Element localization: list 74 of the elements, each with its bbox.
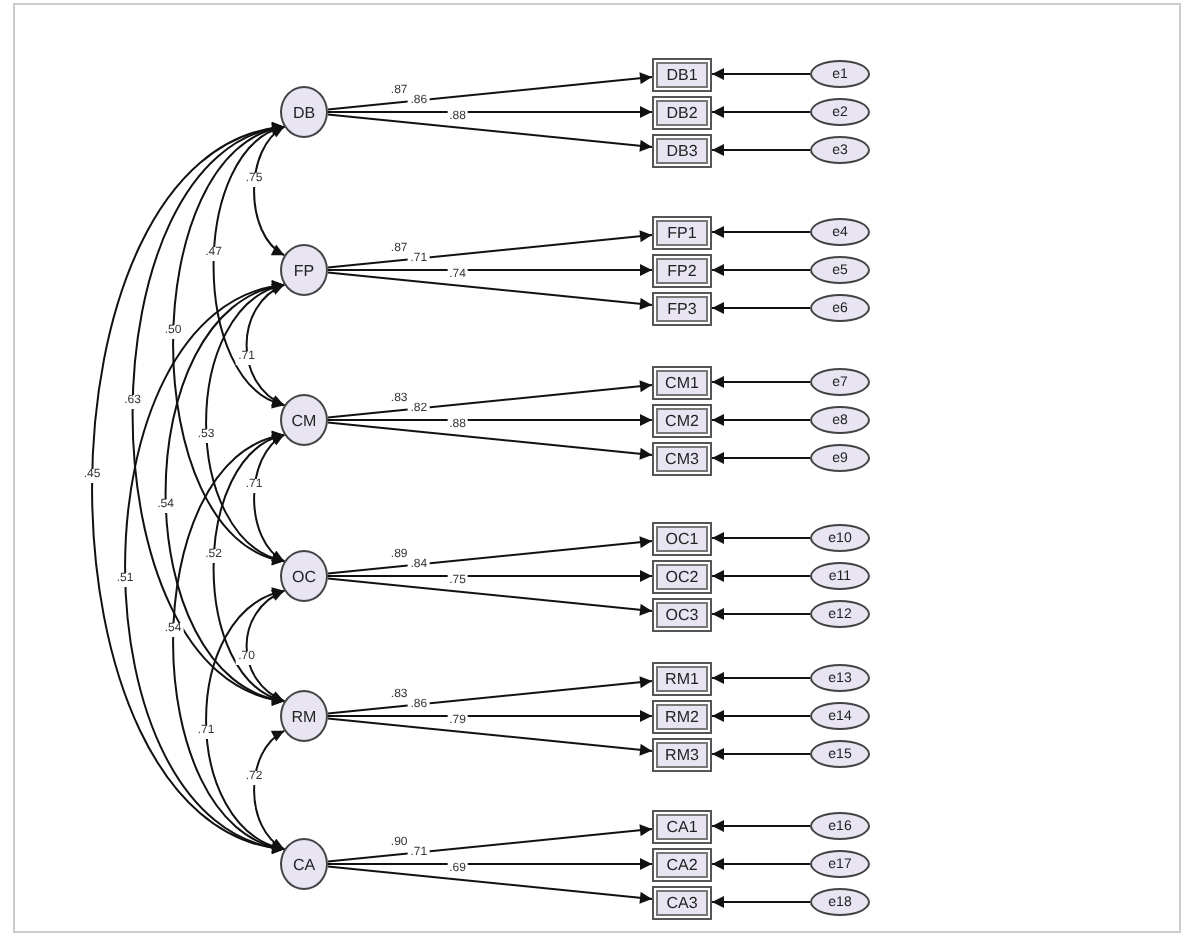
covariance-arrow bbox=[205, 283, 286, 563]
indicator-box: CM3 bbox=[652, 441, 712, 475]
arrow bbox=[711, 532, 811, 544]
arrow bbox=[326, 577, 653, 616]
covariance-arrow bbox=[253, 433, 286, 563]
arrow bbox=[711, 608, 811, 620]
covariance-arrow bbox=[91, 124, 286, 852]
latent-factor-ellipse: OC bbox=[280, 550, 328, 602]
covariance-arrow bbox=[253, 125, 286, 257]
indicator-box: DB3 bbox=[652, 133, 712, 167]
arrow bbox=[711, 452, 811, 464]
indicator-box: CA1 bbox=[652, 809, 712, 843]
indicator-box: CM2 bbox=[652, 403, 712, 437]
arrow bbox=[326, 717, 653, 756]
arrow bbox=[326, 380, 653, 419]
arrow bbox=[711, 710, 811, 722]
indicator-box: CM1 bbox=[652, 365, 712, 399]
indicator-box: OC2 bbox=[652, 559, 712, 593]
arrow bbox=[711, 858, 811, 870]
covariance-arrow bbox=[205, 589, 286, 851]
arrow bbox=[711, 264, 811, 276]
covariance-arrow bbox=[164, 282, 286, 704]
arrow bbox=[711, 672, 811, 684]
indicator-box: RM1 bbox=[652, 661, 712, 695]
arrow bbox=[327, 414, 653, 426]
covariance-arrow bbox=[124, 282, 286, 852]
arrow bbox=[711, 748, 811, 760]
arrow bbox=[327, 106, 653, 118]
indicator-box: FP3 bbox=[652, 291, 712, 325]
arrow bbox=[711, 570, 811, 582]
indicator-box: DB1 bbox=[652, 57, 712, 91]
indicator-box: RM2 bbox=[652, 699, 712, 733]
indicator-box: DB2 bbox=[652, 95, 712, 129]
arrow bbox=[711, 68, 811, 80]
arrow bbox=[327, 710, 653, 722]
arrow bbox=[711, 414, 811, 426]
arrow bbox=[711, 302, 811, 314]
arrow bbox=[327, 264, 653, 276]
latent-factor-ellipse: RM bbox=[280, 690, 328, 742]
covariance-arrow bbox=[245, 283, 286, 407]
latent-factor-ellipse: CM bbox=[280, 394, 328, 446]
indicator-box: CA2 bbox=[652, 847, 712, 881]
arrow bbox=[711, 896, 811, 908]
indicator-box: FP1 bbox=[652, 215, 712, 249]
arrow bbox=[711, 226, 811, 238]
arrow bbox=[326, 865, 653, 904]
arrow bbox=[711, 376, 811, 388]
covariance-arrow bbox=[172, 433, 286, 851]
covariance-arrow bbox=[212, 125, 286, 407]
latent-factor-ellipse: DB bbox=[280, 86, 328, 138]
covariance-arrow bbox=[253, 729, 286, 851]
covariance-arrow bbox=[131, 124, 286, 704]
arrow bbox=[327, 570, 653, 582]
covariance-arrow bbox=[212, 433, 286, 703]
indicator-box: RM3 bbox=[652, 737, 712, 771]
indicator-box: OC1 bbox=[652, 521, 712, 555]
arrow bbox=[711, 106, 811, 118]
latent-factor-ellipse: CA bbox=[280, 838, 328, 890]
arrow bbox=[326, 421, 653, 460]
indicator-box: OC3 bbox=[652, 597, 712, 631]
arrow bbox=[326, 72, 653, 111]
indicator-box: CA3 bbox=[652, 885, 712, 919]
arrow bbox=[326, 536, 653, 575]
indicator-box: FP2 bbox=[652, 253, 712, 287]
arrow bbox=[326, 113, 653, 152]
arrow bbox=[326, 676, 653, 715]
latent-factor-ellipse: FP bbox=[280, 244, 328, 296]
arrow bbox=[327, 858, 653, 870]
arrow bbox=[326, 824, 653, 863]
arrow bbox=[711, 144, 811, 156]
covariance-arrow bbox=[245, 589, 286, 703]
arrow bbox=[326, 271, 653, 310]
arrow bbox=[326, 230, 653, 269]
arrow bbox=[711, 820, 811, 832]
